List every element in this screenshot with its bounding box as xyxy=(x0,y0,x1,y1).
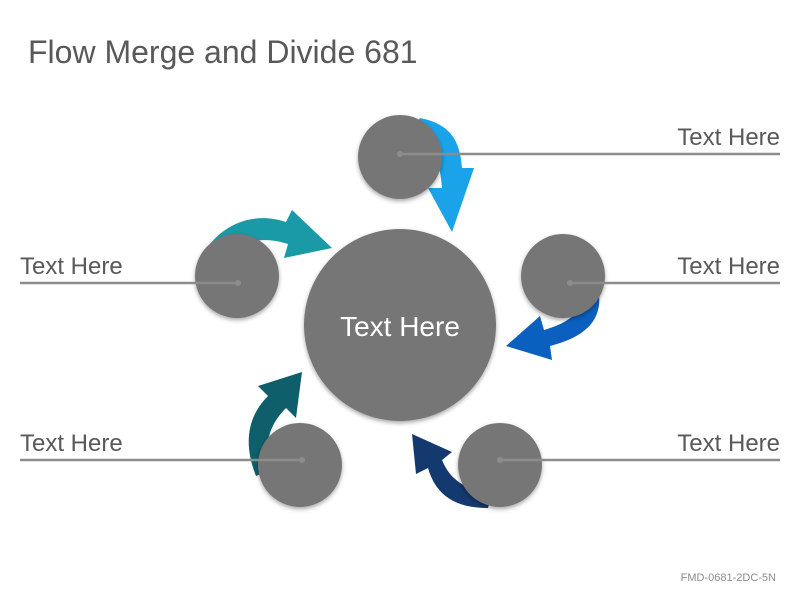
connector-dot-middle-left xyxy=(235,280,241,286)
connector-dot-middle-right xyxy=(567,280,573,286)
node-circle-middle-right xyxy=(521,234,605,318)
connector-dot-bottom-left xyxy=(299,457,305,463)
arrow-right-to-center xyxy=(506,288,600,360)
arrow-left-to-center xyxy=(210,210,332,258)
center-circle xyxy=(304,229,496,421)
page-title: Flow Merge and Divide 681 xyxy=(28,34,418,70)
node-label-bottom-left: Text Here xyxy=(20,430,123,457)
connector-dot-bottom-right xyxy=(497,457,503,463)
node-circle-bottom-left xyxy=(258,423,342,507)
node-circle-bottom-right xyxy=(458,423,542,507)
arrow-top-to-center xyxy=(410,118,474,232)
node-circle-middle-left xyxy=(195,234,279,318)
node-label-middle-right: Text Here xyxy=(677,253,780,280)
center-label: Text Here xyxy=(340,311,460,342)
node-label-middle-left: Text Here xyxy=(20,253,123,280)
node-label-bottom-right: Text Here xyxy=(677,430,780,457)
node-label-top-right: Text Here xyxy=(677,124,780,151)
connector-dot-top xyxy=(397,151,403,157)
footer-code: FMD-0681-2DC-5N xyxy=(680,572,776,584)
